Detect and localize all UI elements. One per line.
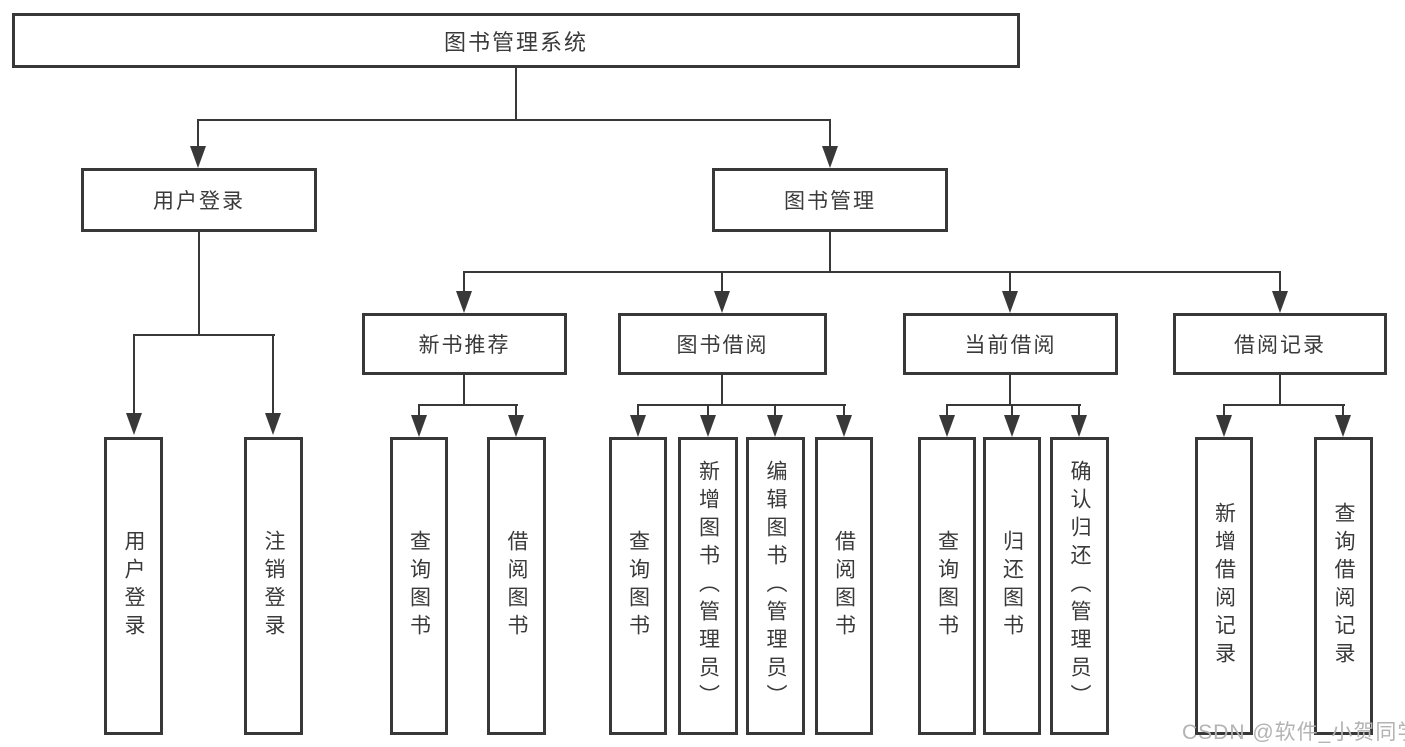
- connector-book-stem: [829, 232, 831, 273]
- arrow-down: [1071, 415, 1087, 437]
- connector-to-book-management: [829, 121, 831, 148]
- connector-leaf: [515, 406, 517, 416]
- node-user-login: 用户登录: [81, 168, 317, 232]
- node-book-borrowing: 图书借阅: [618, 313, 827, 375]
- leaf-user-login: 用户登录: [104, 437, 163, 735]
- leaf-label: 归还图书: [1000, 530, 1024, 642]
- arrow-down: [190, 146, 206, 168]
- connector-to-leaf-user-login: [133, 336, 135, 414]
- leaf-add-borrow-record: 新增借阅记录: [1195, 437, 1253, 735]
- connector-newbooks-rail: [418, 404, 518, 406]
- connector-borrowing-rail: [637, 404, 846, 406]
- arrow-down: [126, 413, 142, 435]
- leaf-label: 编辑图书（管理员）: [764, 460, 787, 712]
- leaf-label: 借阅图书: [832, 530, 856, 642]
- arrow-down: [836, 415, 852, 437]
- leaf-label: 查询图书: [935, 530, 959, 642]
- leaf-label: 确认归还（管理员）: [1068, 460, 1091, 712]
- connector-user-rail: [133, 334, 275, 336]
- connector-to-book-borrowing: [721, 273, 723, 291]
- leaf-logout: 注销登录: [244, 437, 303, 735]
- node-label: 用户登录: [153, 190, 245, 213]
- connector-to-new-books: [463, 273, 465, 291]
- node-label: 新书推荐: [418, 334, 511, 357]
- leaf-label: 查询图书: [626, 530, 650, 642]
- node-current-borrowing: 当前借阅: [903, 313, 1118, 375]
- connector-leaf: [707, 406, 709, 416]
- arrow-down: [1272, 291, 1288, 313]
- arrow-down: [411, 415, 427, 437]
- arrow-down: [1002, 291, 1018, 313]
- connector-to-user-login: [197, 121, 199, 148]
- connector-leaf: [1223, 406, 1225, 416]
- arrow-down: [767, 415, 783, 437]
- connector-leaf: [843, 406, 845, 416]
- node-book-management: 图书管理: [712, 168, 948, 232]
- connector-borrowing-stem: [721, 375, 723, 406]
- node-library-management-system: 图书管理系统: [12, 13, 1020, 68]
- connector-to-leaf-logout: [272, 336, 274, 414]
- arrow-down: [456, 291, 472, 313]
- leaf-label: 查询借阅记录: [1332, 502, 1355, 670]
- connector-book-rail: [463, 271, 1281, 273]
- connector-root-stem: [515, 68, 517, 121]
- connector-user-stem: [198, 232, 200, 336]
- connector-current-rail: [946, 404, 1081, 406]
- arrow-down: [508, 415, 524, 437]
- arrow-down: [822, 146, 838, 168]
- arrow-down: [630, 415, 646, 437]
- connector-leaf: [774, 406, 776, 416]
- node-label: 图书管理系统: [443, 29, 588, 55]
- arrow-down: [714, 291, 730, 313]
- connector-leaf: [1011, 406, 1013, 416]
- leaf-query-borrow-record: 查询借阅记录: [1314, 437, 1373, 735]
- connector-to-borrowing-records: [1279, 273, 1281, 291]
- leaf-edit-books-admin: 编辑图书（管理员）: [746, 437, 805, 735]
- csdn-watermark: CSDN @软件_小贺同学: [1182, 721, 1405, 744]
- connector-leaf: [637, 406, 639, 416]
- connector-root-rail: [197, 119, 831, 121]
- connector-leaf: [1342, 406, 1344, 416]
- leaf-return-books: 归还图书: [983, 437, 1041, 735]
- arrow-down: [939, 415, 955, 437]
- leaf-label: 用户登录: [122, 530, 145, 642]
- connector-records-stem: [1279, 375, 1281, 406]
- leaf-confirm-return-admin: 确认归还（管理员）: [1050, 437, 1109, 735]
- connector-current-stem: [1009, 375, 1011, 406]
- connector-records-rail: [1223, 404, 1345, 406]
- leaf-label: 借阅图书: [505, 530, 528, 642]
- leaf-query-books-current: 查询图书: [918, 437, 976, 735]
- arrow-down: [265, 413, 281, 435]
- connector-leaf: [946, 406, 948, 416]
- arrow-down: [1335, 415, 1351, 437]
- connector-leaf: [418, 406, 420, 416]
- leaf-borrow-books: 借阅图书: [815, 437, 873, 735]
- connector-to-current-borrowing: [1009, 273, 1011, 291]
- node-borrowing-records: 借阅记录: [1173, 313, 1387, 375]
- leaf-label: 查询图书: [407, 530, 431, 642]
- arrow-down: [1216, 415, 1232, 437]
- node-label: 当前借阅: [964, 334, 1057, 357]
- node-new-book-recommendation: 新书推荐: [362, 313, 567, 375]
- arrow-down: [700, 415, 716, 437]
- leaf-borrow-books-new: 借阅图书: [487, 437, 546, 735]
- connector-newbooks-stem: [463, 375, 465, 406]
- leaf-query-books-new: 查询图书: [390, 437, 448, 735]
- connector-leaf: [1078, 406, 1080, 416]
- leaf-add-books-admin: 新增图书（管理员）: [678, 437, 738, 735]
- leaf-label: 注销登录: [262, 530, 285, 642]
- arrow-down: [1004, 415, 1020, 437]
- node-label: 借阅记录: [1234, 334, 1326, 357]
- node-label: 图书管理: [784, 190, 876, 213]
- leaf-query-books-borrowing: 查询图书: [609, 437, 667, 735]
- leaf-label: 新增图书（管理员）: [696, 460, 720, 712]
- leaf-label: 新增借阅记录: [1212, 502, 1236, 670]
- node-label: 图书借阅: [676, 334, 769, 357]
